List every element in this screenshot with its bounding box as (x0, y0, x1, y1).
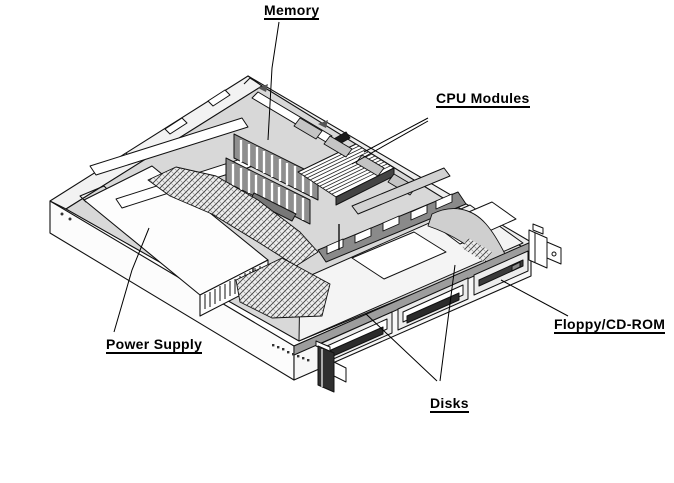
disks-leader-line (365, 313, 438, 382)
screw-dot (60, 212, 64, 216)
memory-leader-line (267, 21, 280, 141)
label-cpu-modules[interactable]: CPU Modules (436, 90, 530, 109)
latch-arrow (318, 120, 328, 128)
bay-opening (351, 231, 447, 280)
riser-connector-assembly (317, 167, 467, 263)
rack-ear-right (528, 223, 562, 269)
vent-holes (272, 344, 310, 362)
disks-leader-line (439, 264, 456, 382)
memory-slot-connector (249, 192, 297, 222)
cpu-leader-line (351, 120, 429, 165)
rack-ear-left (315, 340, 347, 393)
label-memory[interactable]: Memory (264, 2, 320, 21)
disk-bay-right (397, 277, 469, 331)
floppy-cdrom-bay (473, 250, 529, 296)
leader-lines (113, 21, 569, 382)
latch-arrow (258, 84, 268, 92)
rear-corner-notch (243, 77, 259, 85)
cpu-leader-line (363, 117, 429, 153)
memory-dimms (225, 133, 319, 225)
label-floppy-cdrom[interactable]: Floppy/CD-ROM (554, 316, 666, 335)
front-panel (272, 241, 532, 365)
ribbon-cables (147, 166, 507, 319)
label-disks[interactable]: Disks (430, 395, 469, 414)
screw-dot (68, 217, 72, 221)
floppy-leader-line (500, 279, 569, 317)
disk-bay-left (321, 311, 393, 365)
label-power-supply[interactable]: Power Supply (106, 336, 203, 355)
power-supply-leader-line (113, 227, 150, 333)
